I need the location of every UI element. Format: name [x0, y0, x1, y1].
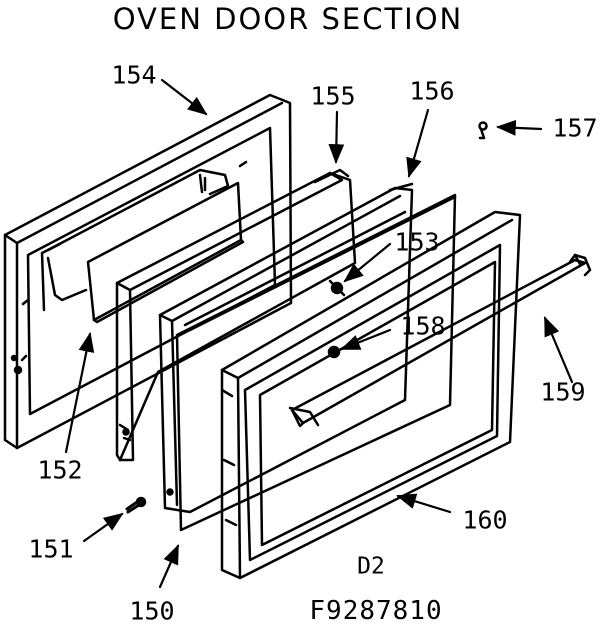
figure-number: F9287810 — [309, 596, 443, 626]
part-label-160: 160 — [462, 505, 508, 535]
part-label-152: 152 — [37, 455, 83, 485]
part-157-clip — [478, 121, 488, 140]
part-label-157: 157 — [552, 113, 598, 143]
part-151-screw — [125, 496, 147, 514]
part-label-159: 159 — [540, 377, 586, 407]
section-code: D2 — [357, 553, 385, 580]
part-label-150: 150 — [129, 596, 175, 626]
part-154-outer-door-panel — [3, 93, 293, 450]
leader-lines — [64, 78, 574, 589]
part-156-window-frame — [158, 182, 414, 514]
diagram-title: OVEN DOOR SECTION — [112, 2, 464, 36]
part-label-153: 153 — [394, 227, 440, 257]
part-label-158: 158 — [400, 311, 446, 341]
part-160-door-frame — [220, 210, 522, 580]
part-label-151: 151 — [28, 534, 74, 564]
part-158-screw — [327, 345, 341, 359]
part-label-155: 155 — [310, 81, 356, 111]
part-label-156: 156 — [409, 76, 455, 106]
part-153-screw — [328, 279, 346, 297]
part-152-inner-glass — [86, 181, 245, 324]
part-155-inner-panel — [115, 168, 357, 462]
part-label-154: 154 — [111, 60, 157, 90]
part-159-handle — [288, 253, 592, 428]
part-150-glass-pane — [175, 193, 457, 532]
